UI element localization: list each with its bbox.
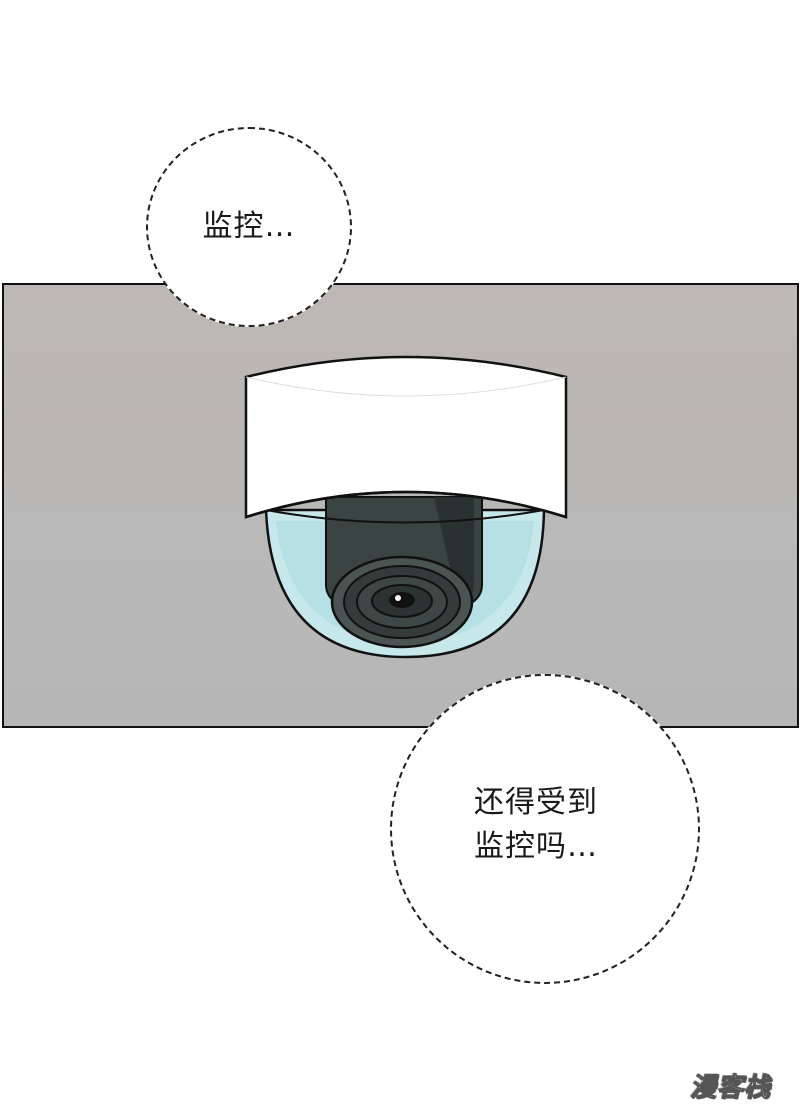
dome-rim [265, 509, 545, 524]
housing-bottom-edge [245, 490, 567, 519]
speech-bubble-2: 还得受到 监控吗… [390, 674, 700, 984]
lens-glint [395, 595, 401, 601]
speech-bubble-2-text: 还得受到 监控吗… [474, 785, 598, 864]
lens-pupil [389, 592, 415, 608]
speech-bubble-1-text: 监控… [202, 209, 296, 244]
watermark-logo: 漫客栈 [689, 1072, 771, 1103]
dome-security-camera-icon [244, 355, 568, 659]
comic-panel [2, 283, 799, 728]
speech-bubble-1: 监控… [146, 127, 352, 327]
housing-top-edge [245, 376, 567, 397]
